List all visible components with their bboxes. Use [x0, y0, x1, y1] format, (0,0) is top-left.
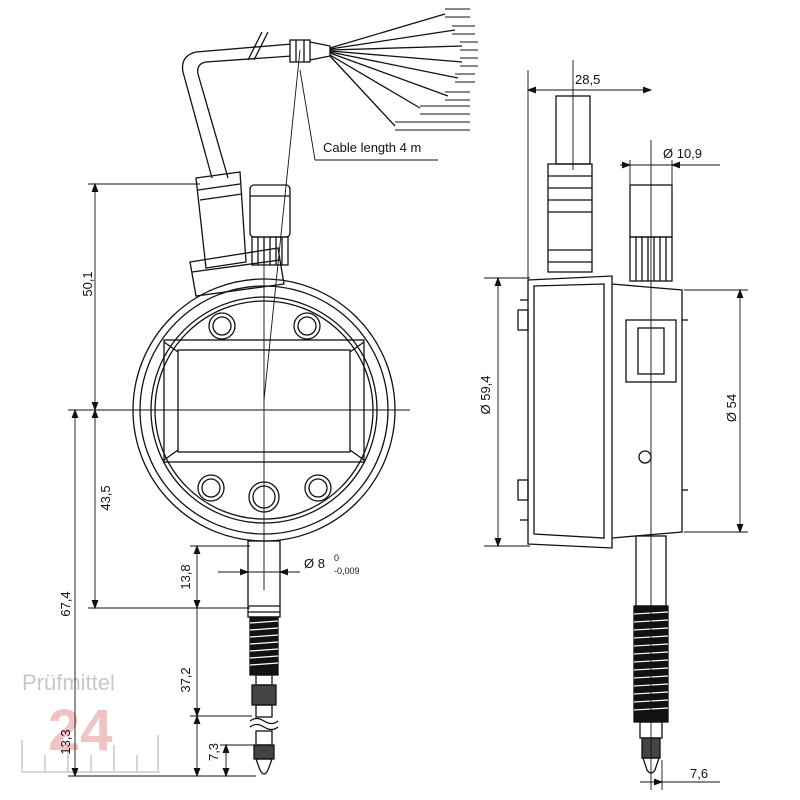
lower-right-button — [304, 474, 332, 502]
dimension-labels: Cable length 4 m 50,1 43,5 67,4 13,8 37,… — [58, 72, 739, 781]
front-dimension-lines — [68, 182, 300, 778]
dim-67-4: 67,4 — [58, 591, 73, 616]
dim-37-2: 37,2 — [178, 667, 193, 692]
cable — [181, 8, 478, 179]
dim-7-6: 7,6 — [690, 766, 708, 781]
front-centerlines — [120, 49, 410, 590]
dim-7-3: 7,3 — [206, 743, 221, 761]
dim-13-8: 13,8 — [178, 564, 193, 589]
cable-callout — [299, 69, 438, 161]
pruefmittel24-logo: Prüfmittel 24 — [21, 670, 160, 773]
dim-13-3: 13,3 — [58, 729, 73, 754]
logo-number: 24 — [48, 698, 113, 763]
dim-diam8-lower-tolerance: -0,009 — [334, 566, 360, 576]
side-housing — [517, 275, 688, 549]
spindle-thread — [249, 616, 279, 676]
dim-50-1: 50,1 — [80, 271, 95, 296]
side-screw — [638, 450, 652, 464]
dim-diam8-upper-tolerance: 0 — [334, 553, 339, 563]
cable-length-label: Cable length 4 m — [323, 140, 421, 155]
side-view — [517, 60, 688, 790]
logo-text: Prüfmittel — [22, 670, 115, 695]
cable-connector — [189, 171, 285, 297]
dim-43-5: 43,5 — [98, 485, 113, 510]
contact-point — [249, 674, 279, 775]
front-view — [120, 8, 478, 775]
dim-diam10-9: Ø 10,9 — [663, 146, 702, 161]
dim-diam8: Ø 8 — [304, 556, 325, 571]
logo-ruler — [21, 735, 160, 773]
side-dimension-lines — [484, 70, 748, 790]
dim-28-5: 28,5 — [575, 72, 600, 87]
dim-diam54: Ø 54 — [724, 394, 739, 422]
upper-right-button — [293, 312, 321, 340]
side-cable — [547, 60, 593, 273]
dim-diam59-4: Ø 59,4 — [478, 375, 493, 414]
upper-cap — [249, 184, 291, 266]
upper-left-button — [208, 312, 236, 340]
lower-left-button — [197, 474, 225, 502]
